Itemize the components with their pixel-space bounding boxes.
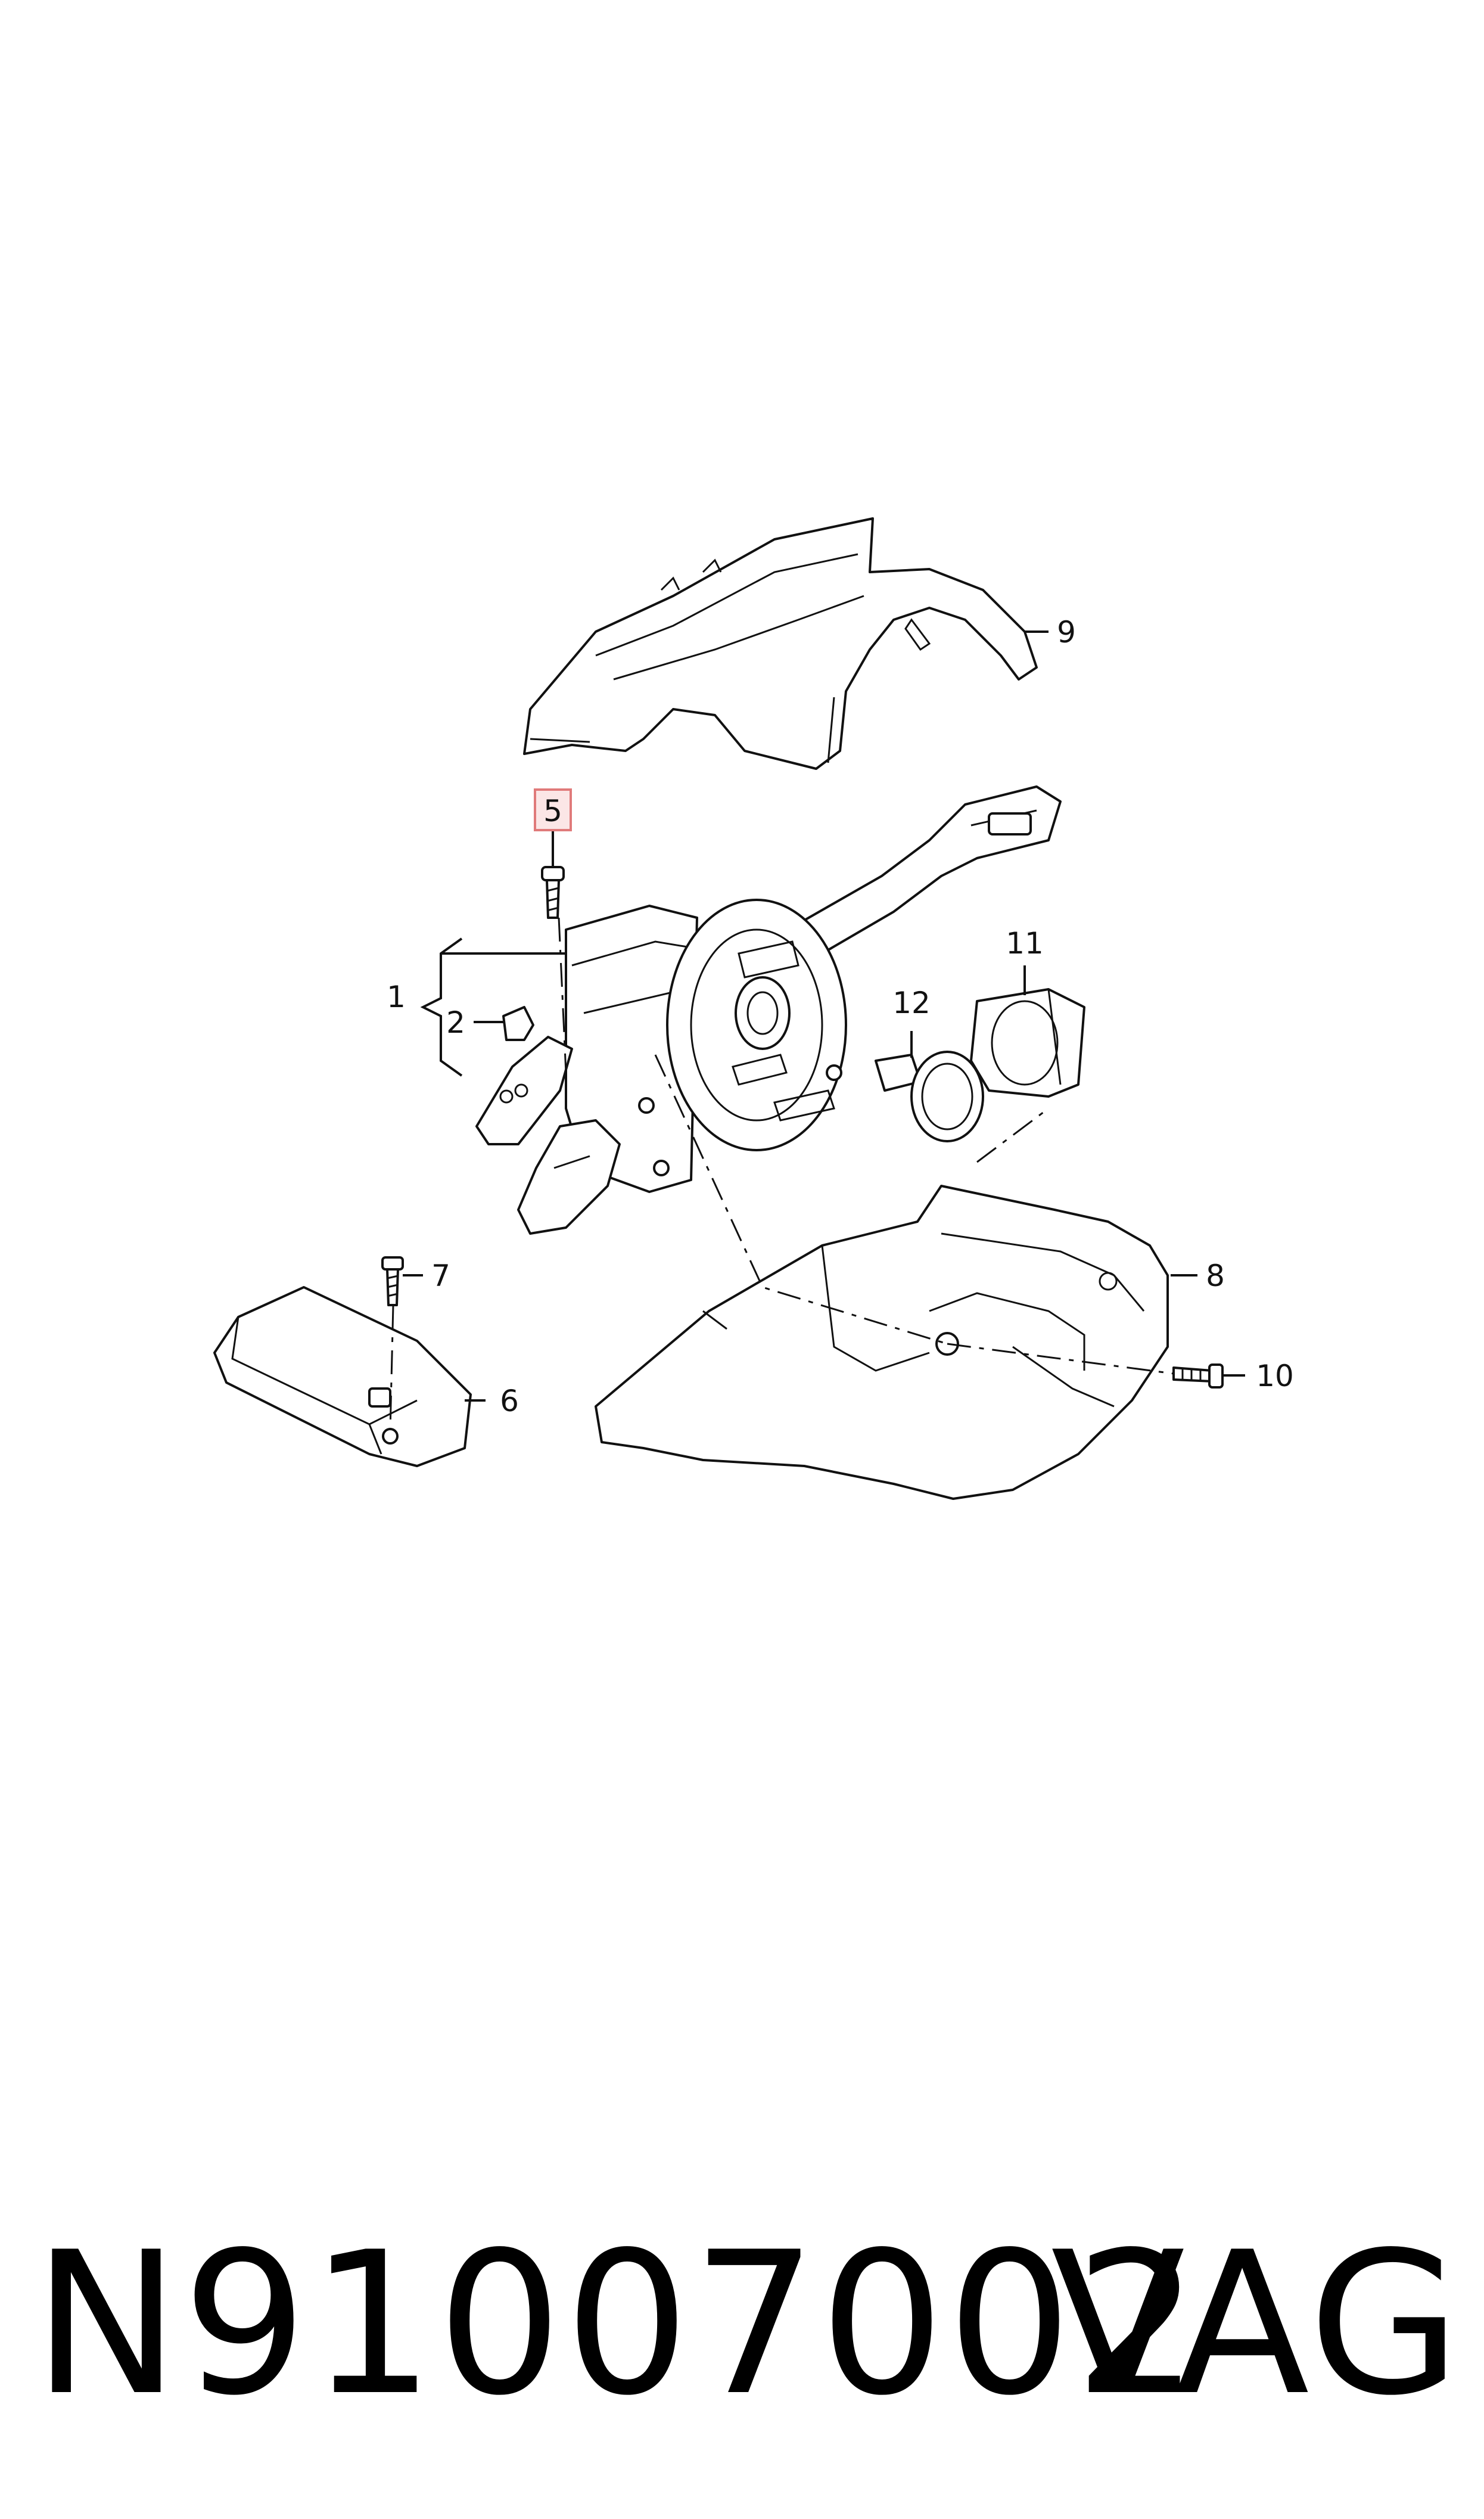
callout-2: 2	[446, 1005, 465, 1040]
callout-8: 8	[1206, 1259, 1225, 1293]
callout-labels: 1 2 5 6 7 8 9 10 11 12	[387, 615, 1294, 1418]
lower-column-trim-part-8	[595, 1185, 1169, 1500]
leader-lines	[403, 630, 1245, 1402]
callout-9: 9	[1057, 615, 1076, 650]
brand-name: VAG	[1050, 2210, 1463, 2439]
callout-5: 5	[543, 794, 562, 828]
bolt-part-10	[1172, 1363, 1224, 1389]
clip-part-2	[502, 1006, 534, 1041]
exploded-parts-diagram: 1 2 5 6 7 8 9 10 11 12	[213, 517, 1294, 1500]
callout-10: 10	[1256, 1359, 1294, 1393]
part-number: N91007002	[33, 2210, 1202, 2439]
callout-7: 7	[431, 1259, 450, 1293]
combination-switch-part-1	[475, 785, 1062, 1235]
bolt-part-7	[381, 1256, 404, 1306]
callout-1: 1	[387, 980, 406, 1014]
callout-12: 12	[892, 986, 931, 1020]
assembly-reference-lines	[389, 917, 1174, 1431]
sensor-part-12	[875, 1051, 984, 1142]
footer: N91007002 VAG	[0, 2205, 1484, 2443]
upper-column-trim-part-9	[523, 517, 1038, 770]
callout-6: 6	[500, 1384, 519, 1418]
callout-11: 11	[1006, 926, 1044, 961]
control-module-part-6	[213, 1286, 472, 1467]
screw-part-5	[541, 866, 565, 919]
callout-5-highlight-box	[534, 788, 572, 831]
housing-part-11	[970, 988, 1085, 1098]
